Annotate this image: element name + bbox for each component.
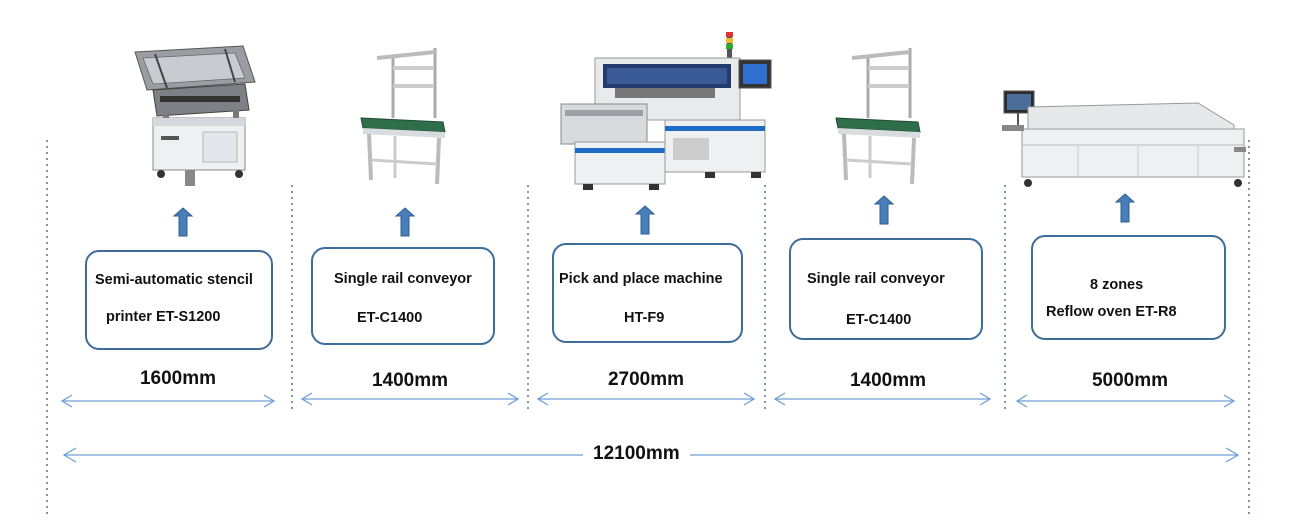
conveyor-icon-2 — [835, 48, 921, 185]
station-1-label-line2: printer ET-S1200 — [106, 309, 221, 325]
dimension-arrow-4 — [773, 392, 992, 406]
station-5-label-box: 8 zones Reflow oven ET-R8 — [1031, 235, 1226, 340]
reflow-oven-icon — [1002, 90, 1246, 187]
up-arrow-icon-4 — [873, 195, 895, 225]
total-length: 12100mm — [583, 443, 690, 465]
station-1-label-box: Semi-automatic stencil printer ET-S1200 — [85, 250, 273, 350]
dimension-arrow-3 — [536, 392, 756, 406]
dimension-arrow-2 — [300, 392, 520, 406]
up-arrow-icon-5 — [1114, 193, 1136, 223]
station-1-label-line1: Semi-automatic stencil — [95, 272, 253, 288]
station-5-length: 5000mm — [1091, 370, 1169, 391]
up-arrow-icon-1 — [172, 207, 194, 237]
station-3-length: 2700mm — [607, 369, 685, 390]
station-2-label-box: Single rail conveyor ET-C1400 — [311, 247, 495, 345]
station-4-label-line2: ET-C1400 — [846, 312, 912, 328]
station-3-label-line2: HT-F9 — [624, 310, 665, 326]
station-2-label-line1: Single rail conveyor — [334, 271, 472, 287]
station-2-length: 1400mm — [371, 370, 449, 391]
conveyor-icon-1 — [360, 48, 446, 185]
station-4-label-line1: Single rail conveyor — [807, 271, 945, 287]
stencil-printer-icon — [134, 45, 256, 186]
dimension-arrow-1 — [60, 394, 276, 408]
station-2-label-line2: ET-C1400 — [357, 310, 423, 326]
station-4-label-box: Single rail conveyor ET-C1400 — [789, 238, 983, 340]
station-1-length: 1600mm — [139, 368, 217, 389]
station-3-label-box: Pick and place machine HT-F9 — [552, 243, 743, 343]
up-arrow-icon-2 — [394, 207, 416, 237]
station-3-label-line1: Pick and place machine — [559, 271, 723, 287]
station-5-label-line2: Reflow oven ET-R8 — [1046, 304, 1177, 320]
dimension-arrow-5 — [1015, 394, 1236, 408]
up-arrow-icon-3 — [634, 205, 656, 235]
pick-and-place-icon — [560, 32, 772, 190]
station-5-label-line1: 8 zones — [1090, 277, 1144, 293]
station-4-length: 1400mm — [849, 370, 927, 391]
